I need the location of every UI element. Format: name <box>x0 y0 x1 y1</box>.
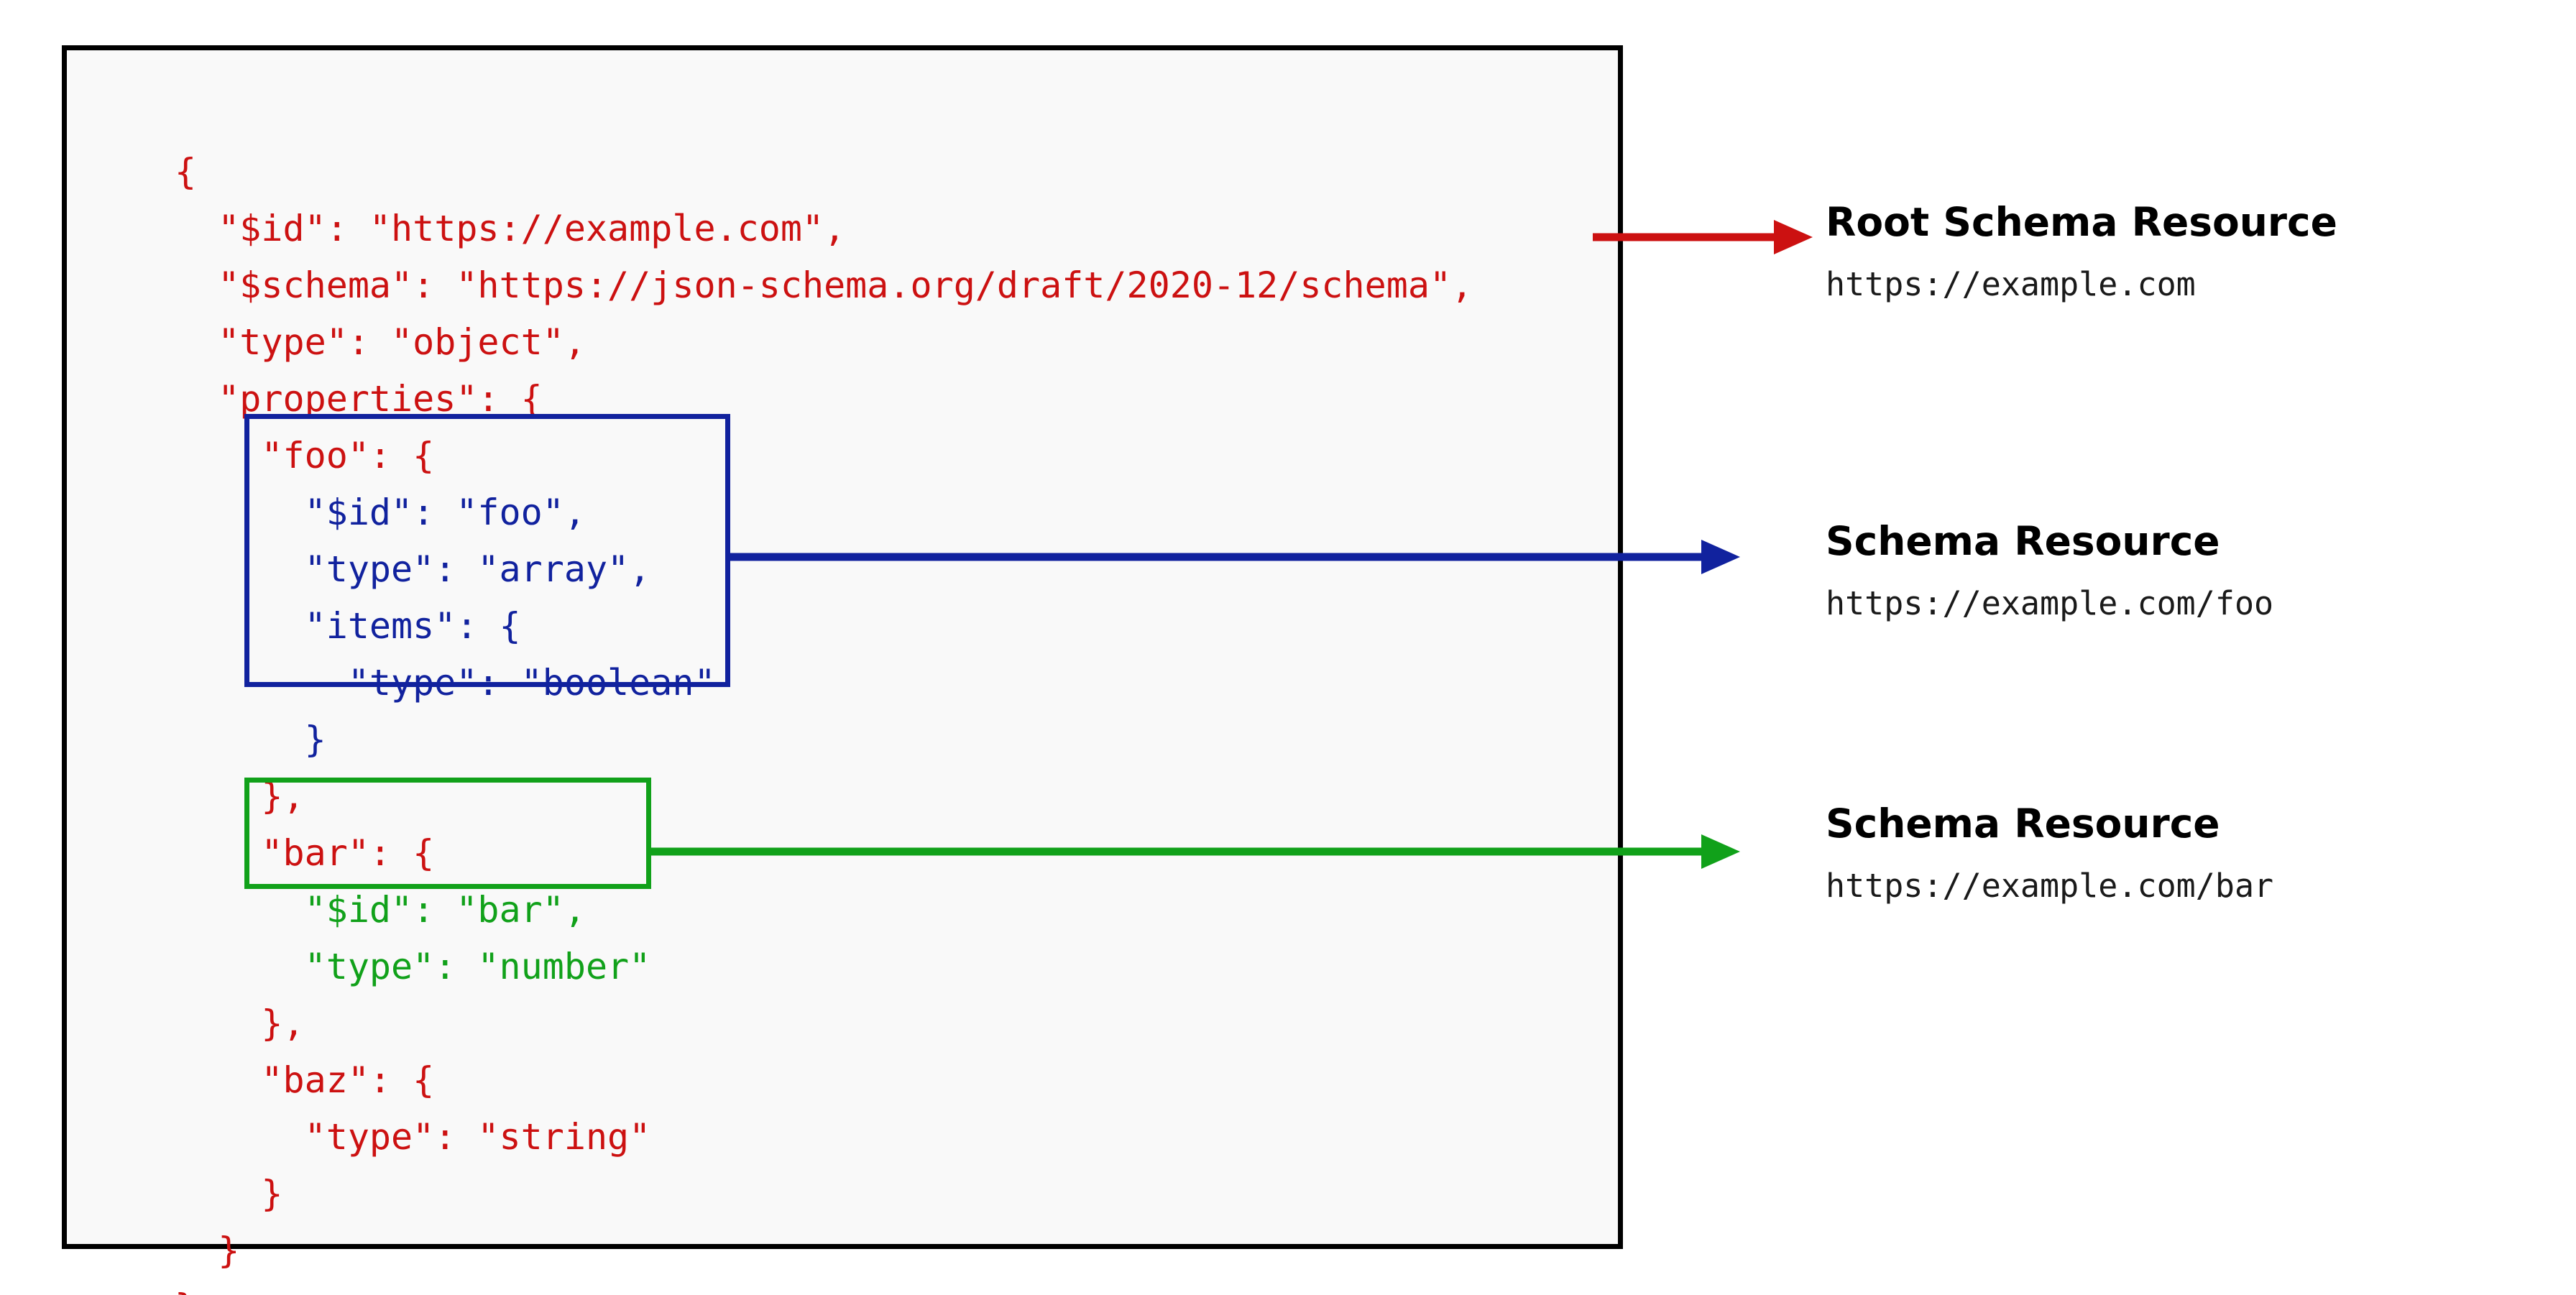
code-line: "bar": { <box>175 832 435 874</box>
code-line: "foo": { <box>175 435 435 476</box>
json-code-block: { "$id": "https://example.com", "$schema… <box>175 144 1473 1295</box>
annotation-uri-root: https://example.com <box>1826 265 2196 304</box>
code-line: "baz": { <box>175 1059 435 1101</box>
annotation-root-schema: Root Schema Resource https://example.com <box>1826 199 2337 304</box>
code-line: { <box>175 151 197 193</box>
code-line: "items": { <box>175 605 521 647</box>
annotation-uri-bar: https://example.com/bar <box>1826 867 2274 905</box>
code-line: "type": "number" <box>175 946 651 987</box>
code-line: "type": "object", <box>175 321 586 363</box>
code-line: }, <box>175 1003 305 1044</box>
code-line: "$schema": "https://json-schema.org/draf… <box>175 264 1473 306</box>
annotation-title-root: Root Schema Resource <box>1826 199 2337 245</box>
arrow-root-schema <box>1593 220 1813 254</box>
annotation-uri-foo: https://example.com/foo <box>1826 584 2274 623</box>
code-line: "type": "boolean" <box>175 662 716 704</box>
annotation-schema-resource-bar: Schema Resource https://example.com/bar <box>1826 801 2273 905</box>
arrow-schema-resource-foo <box>728 540 1740 574</box>
arrow-schema-resource-bar <box>649 834 1740 869</box>
code-panel: { "$id": "https://example.com", "$schema… <box>62 45 1623 1295</box>
code-line: "$id": "foo", <box>175 492 586 533</box>
annotation-schema-resource-foo: Schema Resource https://example.com/foo <box>1826 518 2274 623</box>
code-line: "type": "string" <box>175 1116 651 1158</box>
code-line: } <box>175 1173 283 1215</box>
annotation-title-foo: Schema Resource <box>1826 518 2220 564</box>
code-line: "properties": { <box>175 378 543 420</box>
code-line: "type": "array", <box>175 548 651 590</box>
annotation-title-bar: Schema Resource <box>1826 801 2220 847</box>
code-line: } <box>175 1230 240 1271</box>
code-line: "$id": "bar", <box>175 889 586 931</box>
code-line: } <box>175 719 326 760</box>
code-line: }, <box>175 775 305 817</box>
code-line: } <box>175 1279 1473 1295</box>
code-line: "$id": "https://example.com", <box>175 208 846 249</box>
